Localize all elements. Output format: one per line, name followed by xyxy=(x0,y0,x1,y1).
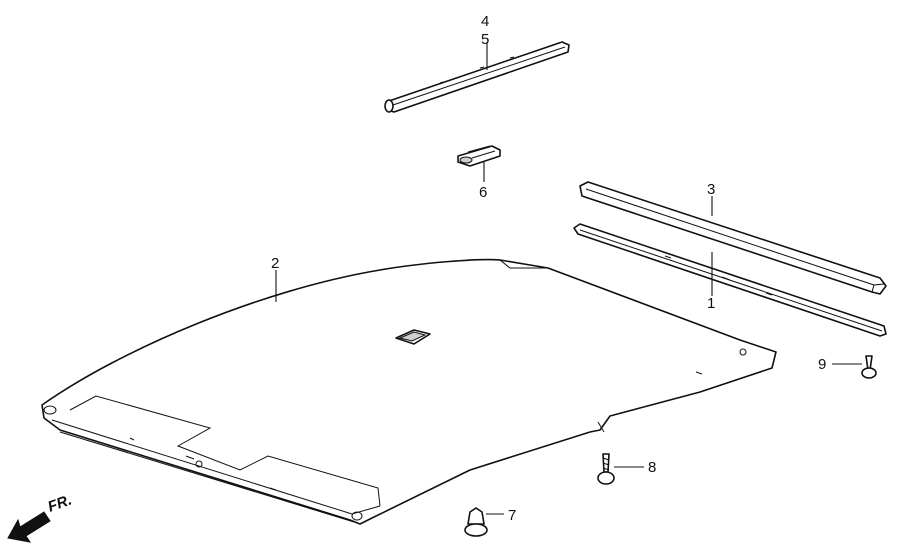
part-clip xyxy=(457,145,501,167)
part-headliner-panel xyxy=(41,258,777,525)
callout-2: 2 xyxy=(271,255,279,272)
front-direction-arrow-icon xyxy=(7,511,51,543)
callout-3: 3 xyxy=(707,181,715,198)
part-side-rail-strip xyxy=(573,223,887,337)
part-push-rivet xyxy=(464,507,488,537)
part-weatherstrip-bar xyxy=(384,41,570,113)
part-screw-8 xyxy=(597,453,615,485)
front-label: FR. xyxy=(46,492,75,516)
callout-8: 8 xyxy=(648,459,656,476)
callout-7: 7 xyxy=(508,507,516,524)
callout-6: 6 xyxy=(479,184,487,201)
part-screw-9 xyxy=(861,355,877,379)
callout-4: 4 xyxy=(481,13,489,30)
leader-lines xyxy=(275,42,862,515)
front-direction-indicator: FR. xyxy=(7,492,75,543)
callout-9: 9 xyxy=(818,356,826,373)
callout-1: 1 xyxy=(707,295,715,312)
callout-5: 5 xyxy=(481,31,489,48)
part-roof-molding xyxy=(579,181,887,295)
